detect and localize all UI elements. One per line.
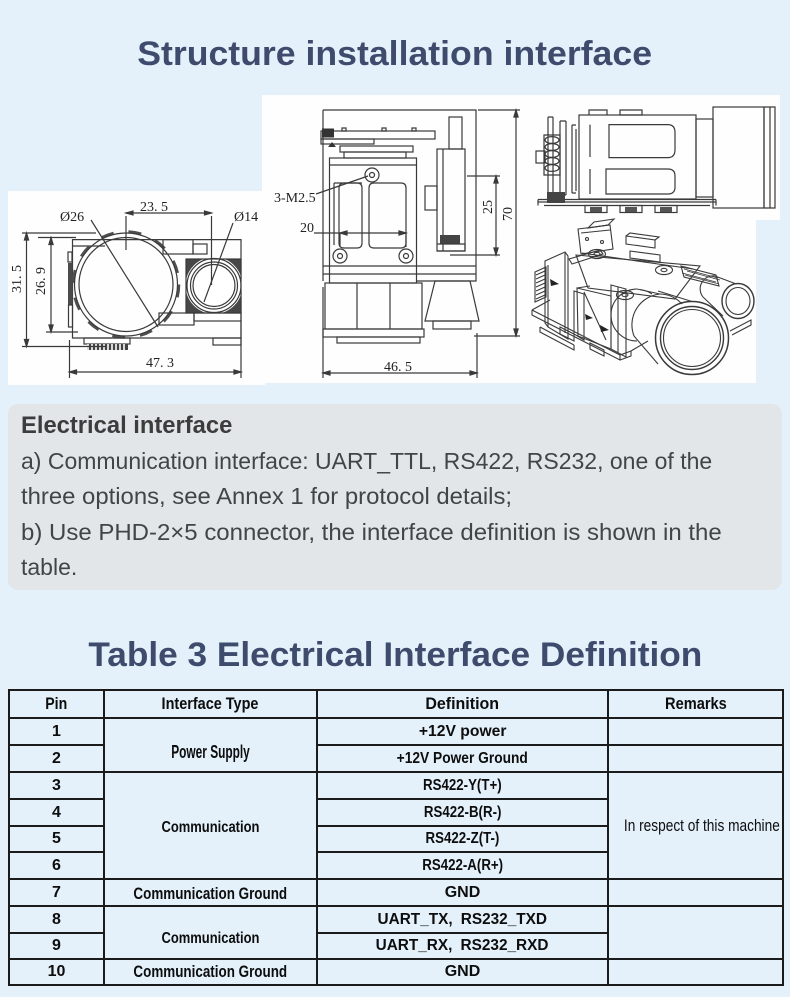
- svg-text:25: 25: [481, 200, 496, 214]
- svg-text:20: 20: [300, 221, 314, 236]
- svg-text:70: 70: [501, 207, 516, 221]
- svg-text:Ø26: Ø26: [60, 210, 84, 225]
- svg-text:23. 5: 23. 5: [140, 200, 168, 215]
- svg-text:46. 5: 46. 5: [384, 360, 412, 375]
- svg-text:31. 5: 31. 5: [10, 265, 25, 293]
- svg-text:3-M2.5: 3-M2.5: [274, 191, 316, 206]
- svg-text:Ø14: Ø14: [234, 210, 258, 225]
- svg-text:26. 9: 26. 9: [34, 267, 49, 295]
- svg-text:47. 3: 47. 3: [146, 356, 174, 371]
